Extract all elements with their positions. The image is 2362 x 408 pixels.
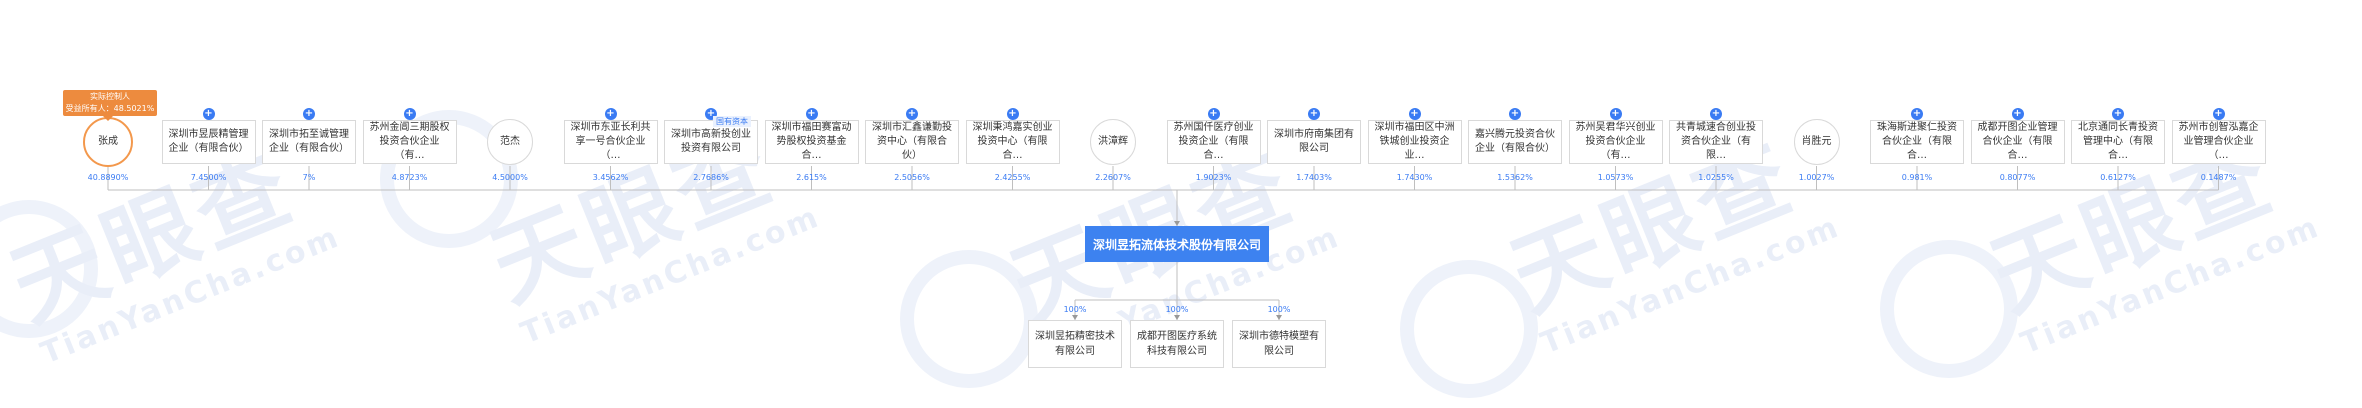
- shareholding-percent: 2.5056%: [894, 173, 930, 182]
- subsidiary-percent: 100%: [1267, 305, 1291, 314]
- shareholding-percent: 2.2607%: [1095, 173, 1131, 182]
- shareholder-company-node[interactable]: 深圳市汇鑫谦勤投资中心（有限合伙）: [865, 120, 959, 164]
- shareholding-percent: 3.4562%: [592, 173, 629, 182]
- expand-plus-icon[interactable]: +: [2112, 108, 2124, 120]
- shareholder-company-node[interactable]: 苏州市创智泓嘉企业管理合伙企业（…: [2171, 120, 2266, 164]
- shareholding-percent: 7%: [302, 173, 316, 182]
- arrow-head: [1276, 315, 1282, 320]
- expand-plus-icon[interactable]: +: [1710, 108, 1722, 120]
- shareholding-percent: 4.8723%: [391, 173, 428, 182]
- shareholder-company-node[interactable]: 苏州国仟医疗创业投资企业（有限合…: [1166, 120, 1261, 164]
- expand-plus-icon[interactable]: +: [1509, 108, 1521, 120]
- controller-tag-title: 实际控制人: [90, 92, 130, 101]
- shareholding-percent: 1.0573%: [1597, 173, 1634, 182]
- arrow-head: [1174, 315, 1180, 320]
- arrow-head: [1072, 315, 1078, 320]
- shareholder-person-node[interactable]: 洪漳辉: [1090, 119, 1136, 165]
- subsidiary-node[interactable]: 成都开图医疗系统科技有限公司: [1130, 320, 1224, 368]
- target-company-node[interactable]: 深圳昱拓流体技术股份有限公司: [1085, 226, 1269, 262]
- shareholding-percent: 2.615%: [796, 173, 827, 182]
- shareholding-percent: 1.0255%: [1698, 173, 1734, 182]
- state-capital-badge: 国有资本: [713, 116, 751, 127]
- expand-plus-icon[interactable]: +: [906, 108, 918, 120]
- shareholding-percent: 1.5362%: [1497, 173, 1533, 182]
- shareholder-company-node[interactable]: 深圳市高新投创业投资有限公司: [664, 120, 758, 164]
- subsidiary-percent: 100%: [1165, 305, 1189, 314]
- expand-plus-icon[interactable]: +: [2212, 108, 2225, 120]
- expand-plus-icon[interactable]: +: [202, 108, 215, 120]
- shareholding-percent: 1.0027%: [1798, 173, 1835, 182]
- expand-plus-icon[interactable]: +: [604, 108, 617, 120]
- shareholding-percent: 40.8890%: [87, 173, 129, 182]
- shareholder-company-node[interactable]: 苏州吴君华兴创业投资合伙企业（有…: [1568, 120, 1663, 164]
- shareholder-company-node[interactable]: 共青城速合创业投资合伙企业（有限…: [1669, 120, 1763, 164]
- shareholding-percent: 4.5000%: [492, 173, 528, 182]
- shareholding-percent: 1.7430%: [1396, 173, 1433, 182]
- controller-tag: 实际控制人 受益所有人：48.5021%: [63, 90, 157, 121]
- expand-plus-icon[interactable]: +: [805, 108, 818, 120]
- shareholder-company-node[interactable]: 珠海斯进聚仁投资合伙企业（有限合…: [1870, 120, 1964, 164]
- shareholder-person-node[interactable]: 肖胜元: [1793, 119, 1840, 165]
- shareholding-percent: 0.8077%: [1999, 173, 2036, 182]
- shareholder-company-node[interactable]: 深圳秉鸿嘉实创业投资中心（有限合…: [965, 120, 1060, 164]
- shareholder-company-node[interactable]: 深圳市拓至诚管理企业（有限合伙）: [262, 120, 356, 164]
- shareholder-company-node[interactable]: 深圳市东亚长利共享一号合伙企业（…: [563, 120, 658, 164]
- shareholder-company-node[interactable]: 北京通同长青投资管理中心（有限合…: [2071, 120, 2165, 164]
- expand-plus-icon[interactable]: +: [1308, 108, 1320, 120]
- shareholder-company-node[interactable]: 深圳市府南集团有限公司: [1267, 120, 1361, 164]
- shareholding-percent: 2.7686%: [693, 173, 729, 182]
- shareholder-company-node[interactable]: 嘉兴腾元投资合伙企业（有限合伙）: [1468, 120, 1562, 164]
- expand-plus-icon[interactable]: +: [1408, 108, 1421, 120]
- controller-tag-share: 受益所有人：48.5021%: [65, 104, 155, 113]
- shareholding-percent: 1.7403%: [1296, 173, 1332, 182]
- expand-plus-icon[interactable]: +: [1006, 108, 1019, 120]
- expand-plus-icon[interactable]: +: [303, 108, 315, 120]
- subsidiary-percent: 100%: [1063, 305, 1087, 314]
- shareholding-percent: 7.4500%: [190, 173, 227, 182]
- shareholding-percent: 0.981%: [1901, 173, 1933, 182]
- expand-plus-icon[interactable]: +: [1609, 108, 1622, 120]
- shareholder-company-node[interactable]: 深圳市昱辰精管理企业（有限合伙）: [161, 120, 256, 164]
- shareholder-company-node[interactable]: 苏州金阊三期股权投资合伙企业（有…: [362, 120, 457, 164]
- expand-plus-icon[interactable]: +: [403, 108, 416, 120]
- expand-plus-icon[interactable]: +: [1207, 108, 1220, 120]
- expand-plus-icon[interactable]: +: [1911, 108, 1923, 120]
- shareholder-company-node[interactable]: 成都开图企业管理合伙企业（有限合…: [1970, 120, 2065, 164]
- shareholding-percent: 0.6127%: [2100, 173, 2136, 182]
- arrow-head: [1174, 221, 1180, 226]
- shareholder-person-node[interactable]: 范杰: [487, 119, 533, 165]
- shareholding-percent: 2.4255%: [994, 173, 1031, 182]
- expand-plus-icon[interactable]: +: [2011, 108, 2024, 120]
- shareholding-percent: 1.9023%: [1195, 173, 1232, 182]
- subsidiary-node[interactable]: 深圳昱拓精密技术有限公司: [1028, 320, 1122, 368]
- shareholder-company-node[interactable]: 深圳市福田区中洲铁城创业投资企业…: [1367, 120, 1462, 164]
- shareholder-person-node[interactable]: 张成: [83, 117, 133, 167]
- shareholder-company-node[interactable]: 深圳市福田赛富动势股权投资基金合…: [764, 120, 859, 164]
- shareholding-percent: 0.1487%: [2200, 173, 2237, 182]
- subsidiary-node[interactable]: 深圳市德特模塑有限公司: [1232, 320, 1326, 368]
